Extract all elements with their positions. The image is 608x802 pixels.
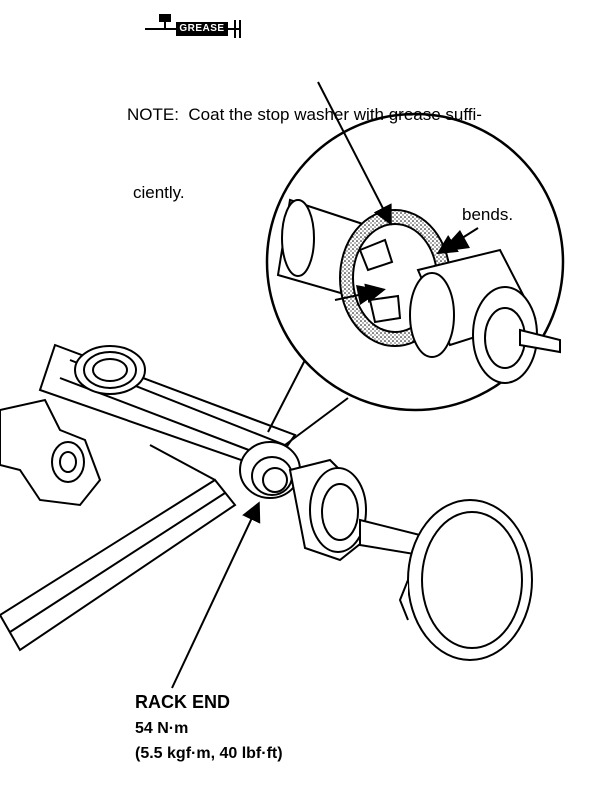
rack-end-torque-alt: (5.5 kgf·m, 40 lbf·ft) [135, 745, 283, 762]
bend-arrow-heads [356, 230, 470, 305]
rack-end-torque: 54 N·m [135, 720, 189, 737]
note-line-1: NOTE: Coat the stop washer with grease s… [127, 105, 482, 124]
grease-label: GREASE [176, 22, 228, 36]
rack-end-title: RACK END [135, 692, 231, 712]
grease-gun-icon [145, 14, 241, 38]
bends-callout: bends. [462, 205, 514, 224]
note-line-2: ciently. [133, 183, 185, 202]
note-text: NOTE: Coat the stop washer with grease s… [127, 50, 482, 232]
detail-parts [276, 198, 561, 384]
tie-rod-assembly [0, 343, 297, 652]
rack-end-joint [239, 441, 533, 661]
